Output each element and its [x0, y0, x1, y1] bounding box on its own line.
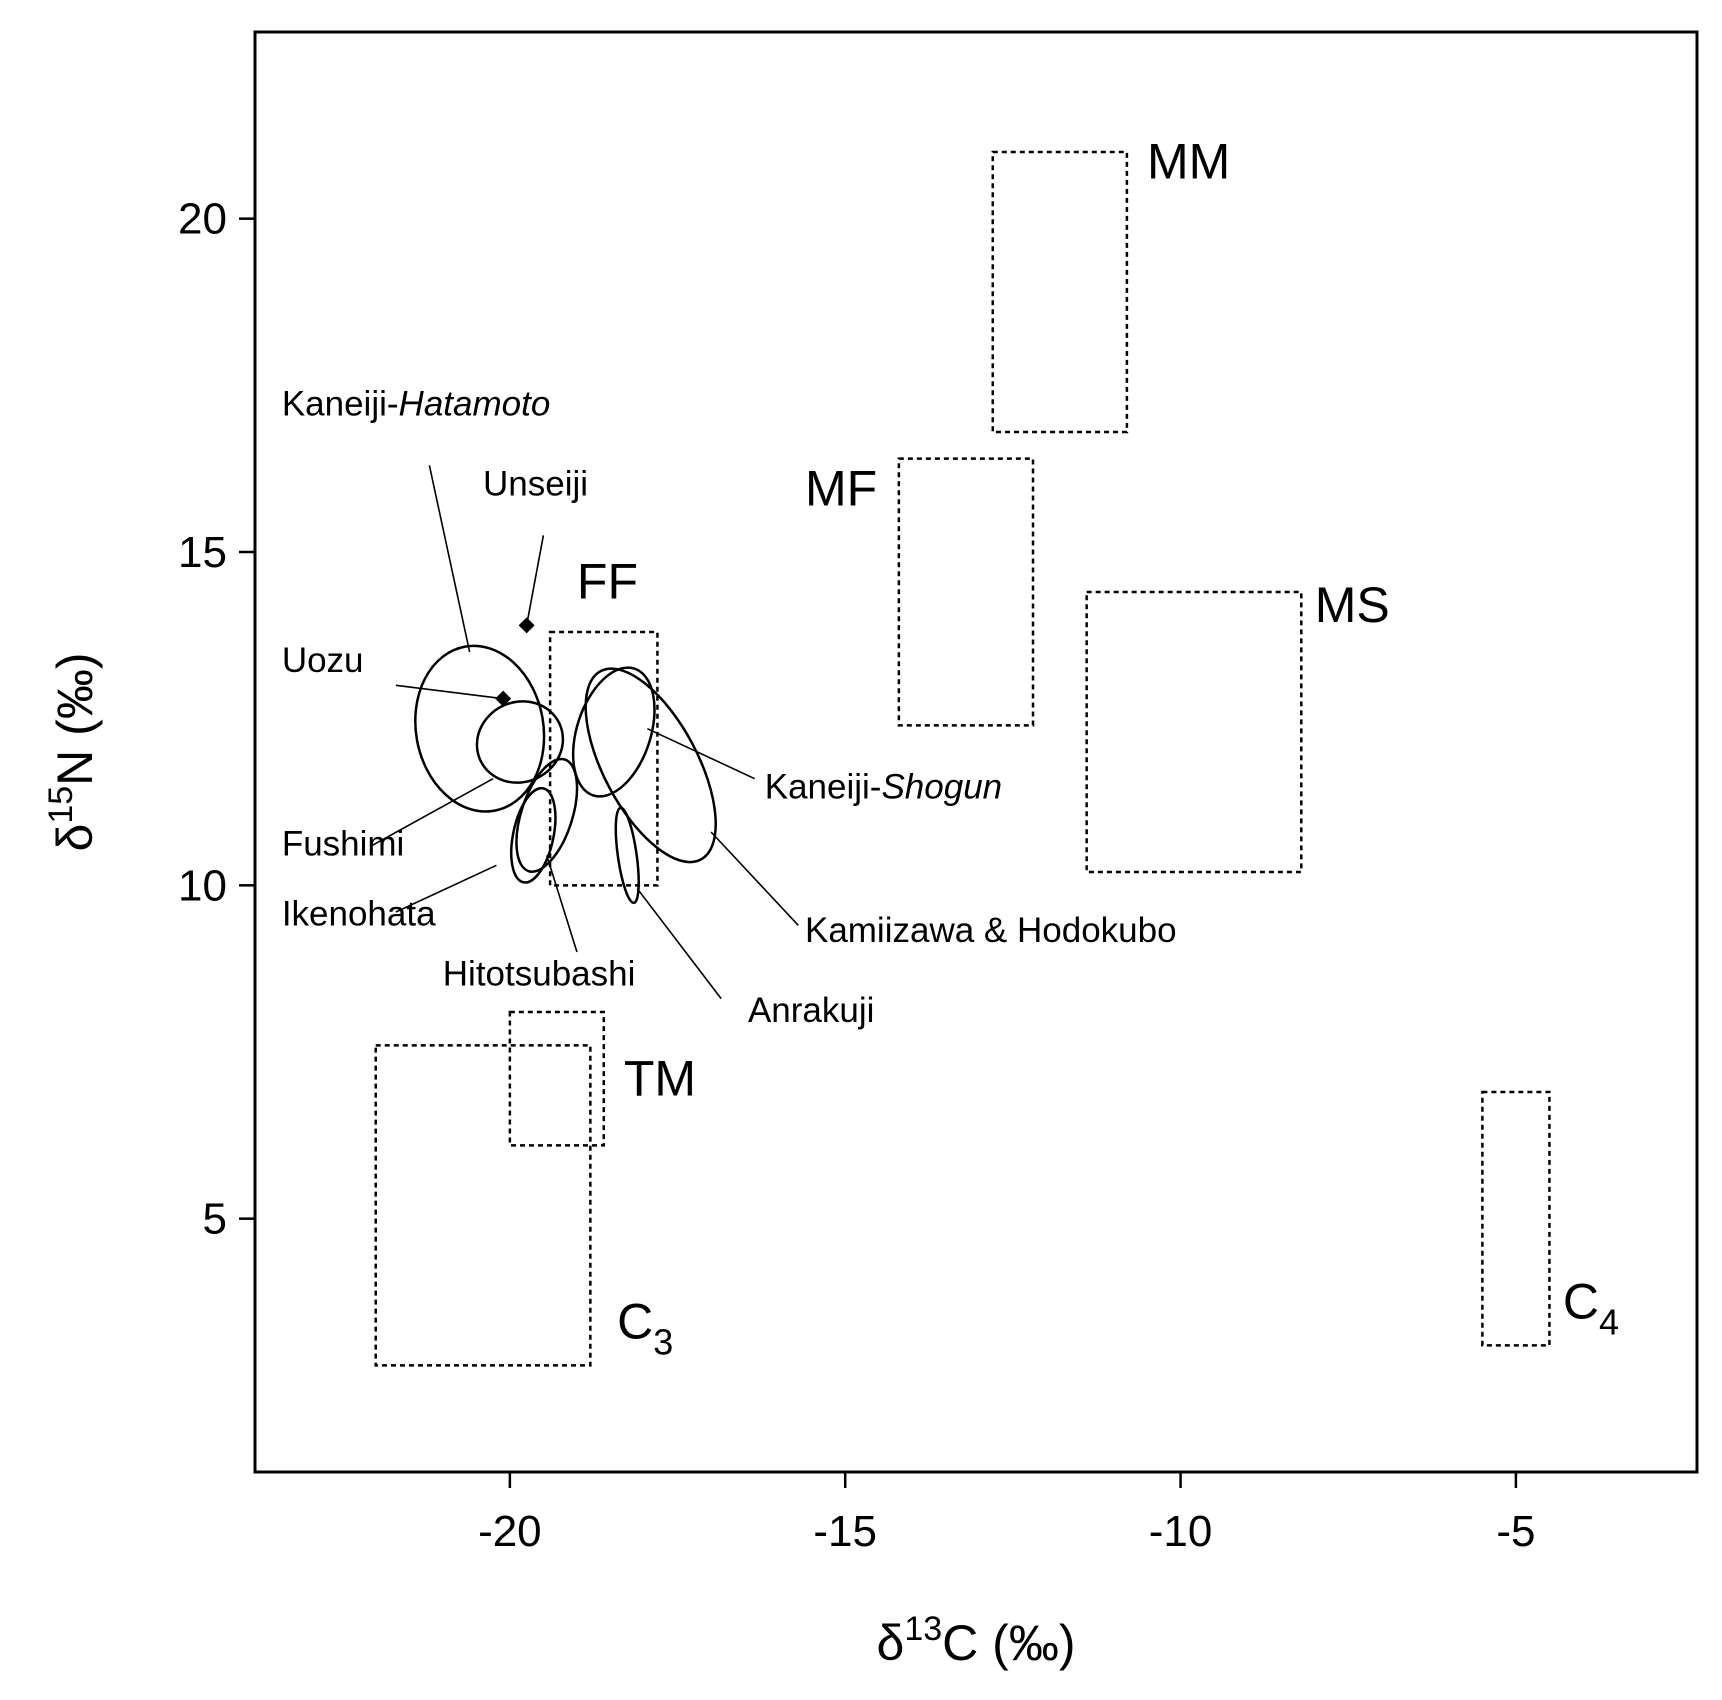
reference-region-label-main: MF — [805, 460, 877, 516]
reference-region-box — [374, 1044, 592, 1367]
series-label: Fushimi — [282, 824, 405, 863]
reference-region-label-main: C — [617, 1294, 653, 1350]
y-axis-label-superscript: 15 — [42, 786, 80, 824]
series-label: Kamiizawa & Hodokubo — [805, 911, 1177, 950]
x-tick-label: -20 — [478, 1507, 542, 1556]
series-label: Unseiji — [483, 464, 588, 503]
reference-region-label: MF — [805, 460, 877, 516]
reference-region-label-subscript: 3 — [653, 1322, 673, 1363]
series-leader-line — [395, 684, 504, 700]
series-leader-line — [647, 727, 756, 780]
series-point — [518, 617, 535, 634]
x-axis-label-unit: C (‰) — [942, 1615, 1075, 1671]
series-layer: Kaneiji-HatamotoUnseijiUozuFushimiIkenoh… — [282, 384, 1177, 1030]
series-label: Ikenohata — [282, 894, 436, 933]
y-axis-label-symbol: δ — [47, 824, 103, 852]
x-axis-label-symbol: δ — [877, 1615, 905, 1671]
reference-region-label-main: TM — [624, 1050, 696, 1106]
y-axis-label: δ15N (‰) — [42, 653, 103, 852]
series-leader-line — [710, 831, 799, 926]
x-tick-label: -15 — [813, 1507, 877, 1556]
series-label-text: Unseiji — [483, 464, 588, 503]
series-label-text: Kamiizawa & Hodokubo — [805, 911, 1177, 950]
series-ellipse — [571, 666, 656, 798]
series-ellipse — [584, 667, 717, 864]
reference-region-label: MM — [1147, 134, 1230, 190]
y-tick-label: 10 — [178, 861, 227, 910]
reference-region-box — [1481, 1090, 1551, 1347]
reference-region-label-main: FF — [577, 554, 638, 610]
series-point — [495, 690, 512, 707]
reference-region-label: C4 — [1563, 1274, 1619, 1343]
reference-region-label: MS — [1315, 577, 1390, 633]
series-label-text: Hitotsubashi — [443, 954, 636, 993]
reference-region-label: C3 — [617, 1294, 673, 1363]
x-tick-label: -10 — [1149, 1507, 1213, 1556]
y-tick-label: 5 — [203, 1195, 227, 1244]
series-ellipse — [614, 806, 640, 905]
y-tick-label: 20 — [178, 195, 227, 244]
series-label-text: Fushimi — [282, 824, 405, 863]
series-label-text: Kaneiji- — [765, 768, 882, 807]
y-axis-label-unit: N (‰) — [47, 653, 103, 786]
series-label: Kaneiji-Hatamoto — [282, 384, 550, 423]
reference-region-label-main: MM — [1147, 134, 1230, 190]
x-tick-label: -5 — [1496, 1507, 1535, 1556]
plot-frame-layer — [253, 30, 1699, 1474]
series-leader-line — [545, 855, 578, 953]
series-label: Anrakuji — [748, 991, 874, 1030]
reference-region-box — [991, 150, 1129, 434]
series-ellipse — [414, 644, 546, 813]
series-label: Kaneiji-Shogun — [765, 768, 1002, 807]
reference-region-label-main: MS — [1315, 577, 1390, 633]
series-label-text: Uozu — [282, 641, 364, 680]
series-label: Hitotsubashi — [443, 954, 636, 993]
series-leader-line — [525, 535, 545, 626]
reference-region-box — [548, 630, 659, 887]
plot-area-frame — [253, 30, 1699, 1474]
x-axis-label: δ13C (‰) — [877, 1610, 1076, 1671]
series-label-italic: Hatamoto — [399, 384, 551, 423]
series-label-text: Kaneiji- — [282, 384, 399, 423]
reference-region-label-subscript: 4 — [1599, 1302, 1619, 1343]
series-label-italic: Shogun — [881, 768, 1002, 807]
y-tick-label: 15 — [178, 528, 227, 577]
reference-region-label: TM — [624, 1050, 696, 1106]
reference-region-label-main: C — [1563, 1274, 1599, 1330]
reference-region-box — [897, 457, 1035, 727]
reference-region-box — [1085, 590, 1303, 874]
series-label-text: Ikenohata — [282, 894, 436, 933]
series-leader-line — [371, 777, 494, 847]
series-ellipse — [475, 700, 565, 784]
series-leader-line — [636, 888, 722, 1000]
series-leader-line — [395, 864, 497, 913]
series-leader-line — [428, 465, 471, 653]
series-ellipse — [515, 757, 579, 873]
series-ellipse — [510, 786, 557, 884]
series-label: Uozu — [282, 641, 364, 680]
x-axis-label-superscript: 13 — [904, 1610, 942, 1648]
series-label-text: Anrakuji — [748, 991, 874, 1030]
reference-region-label: FF — [577, 554, 638, 610]
reference-region-box — [508, 1010, 606, 1147]
